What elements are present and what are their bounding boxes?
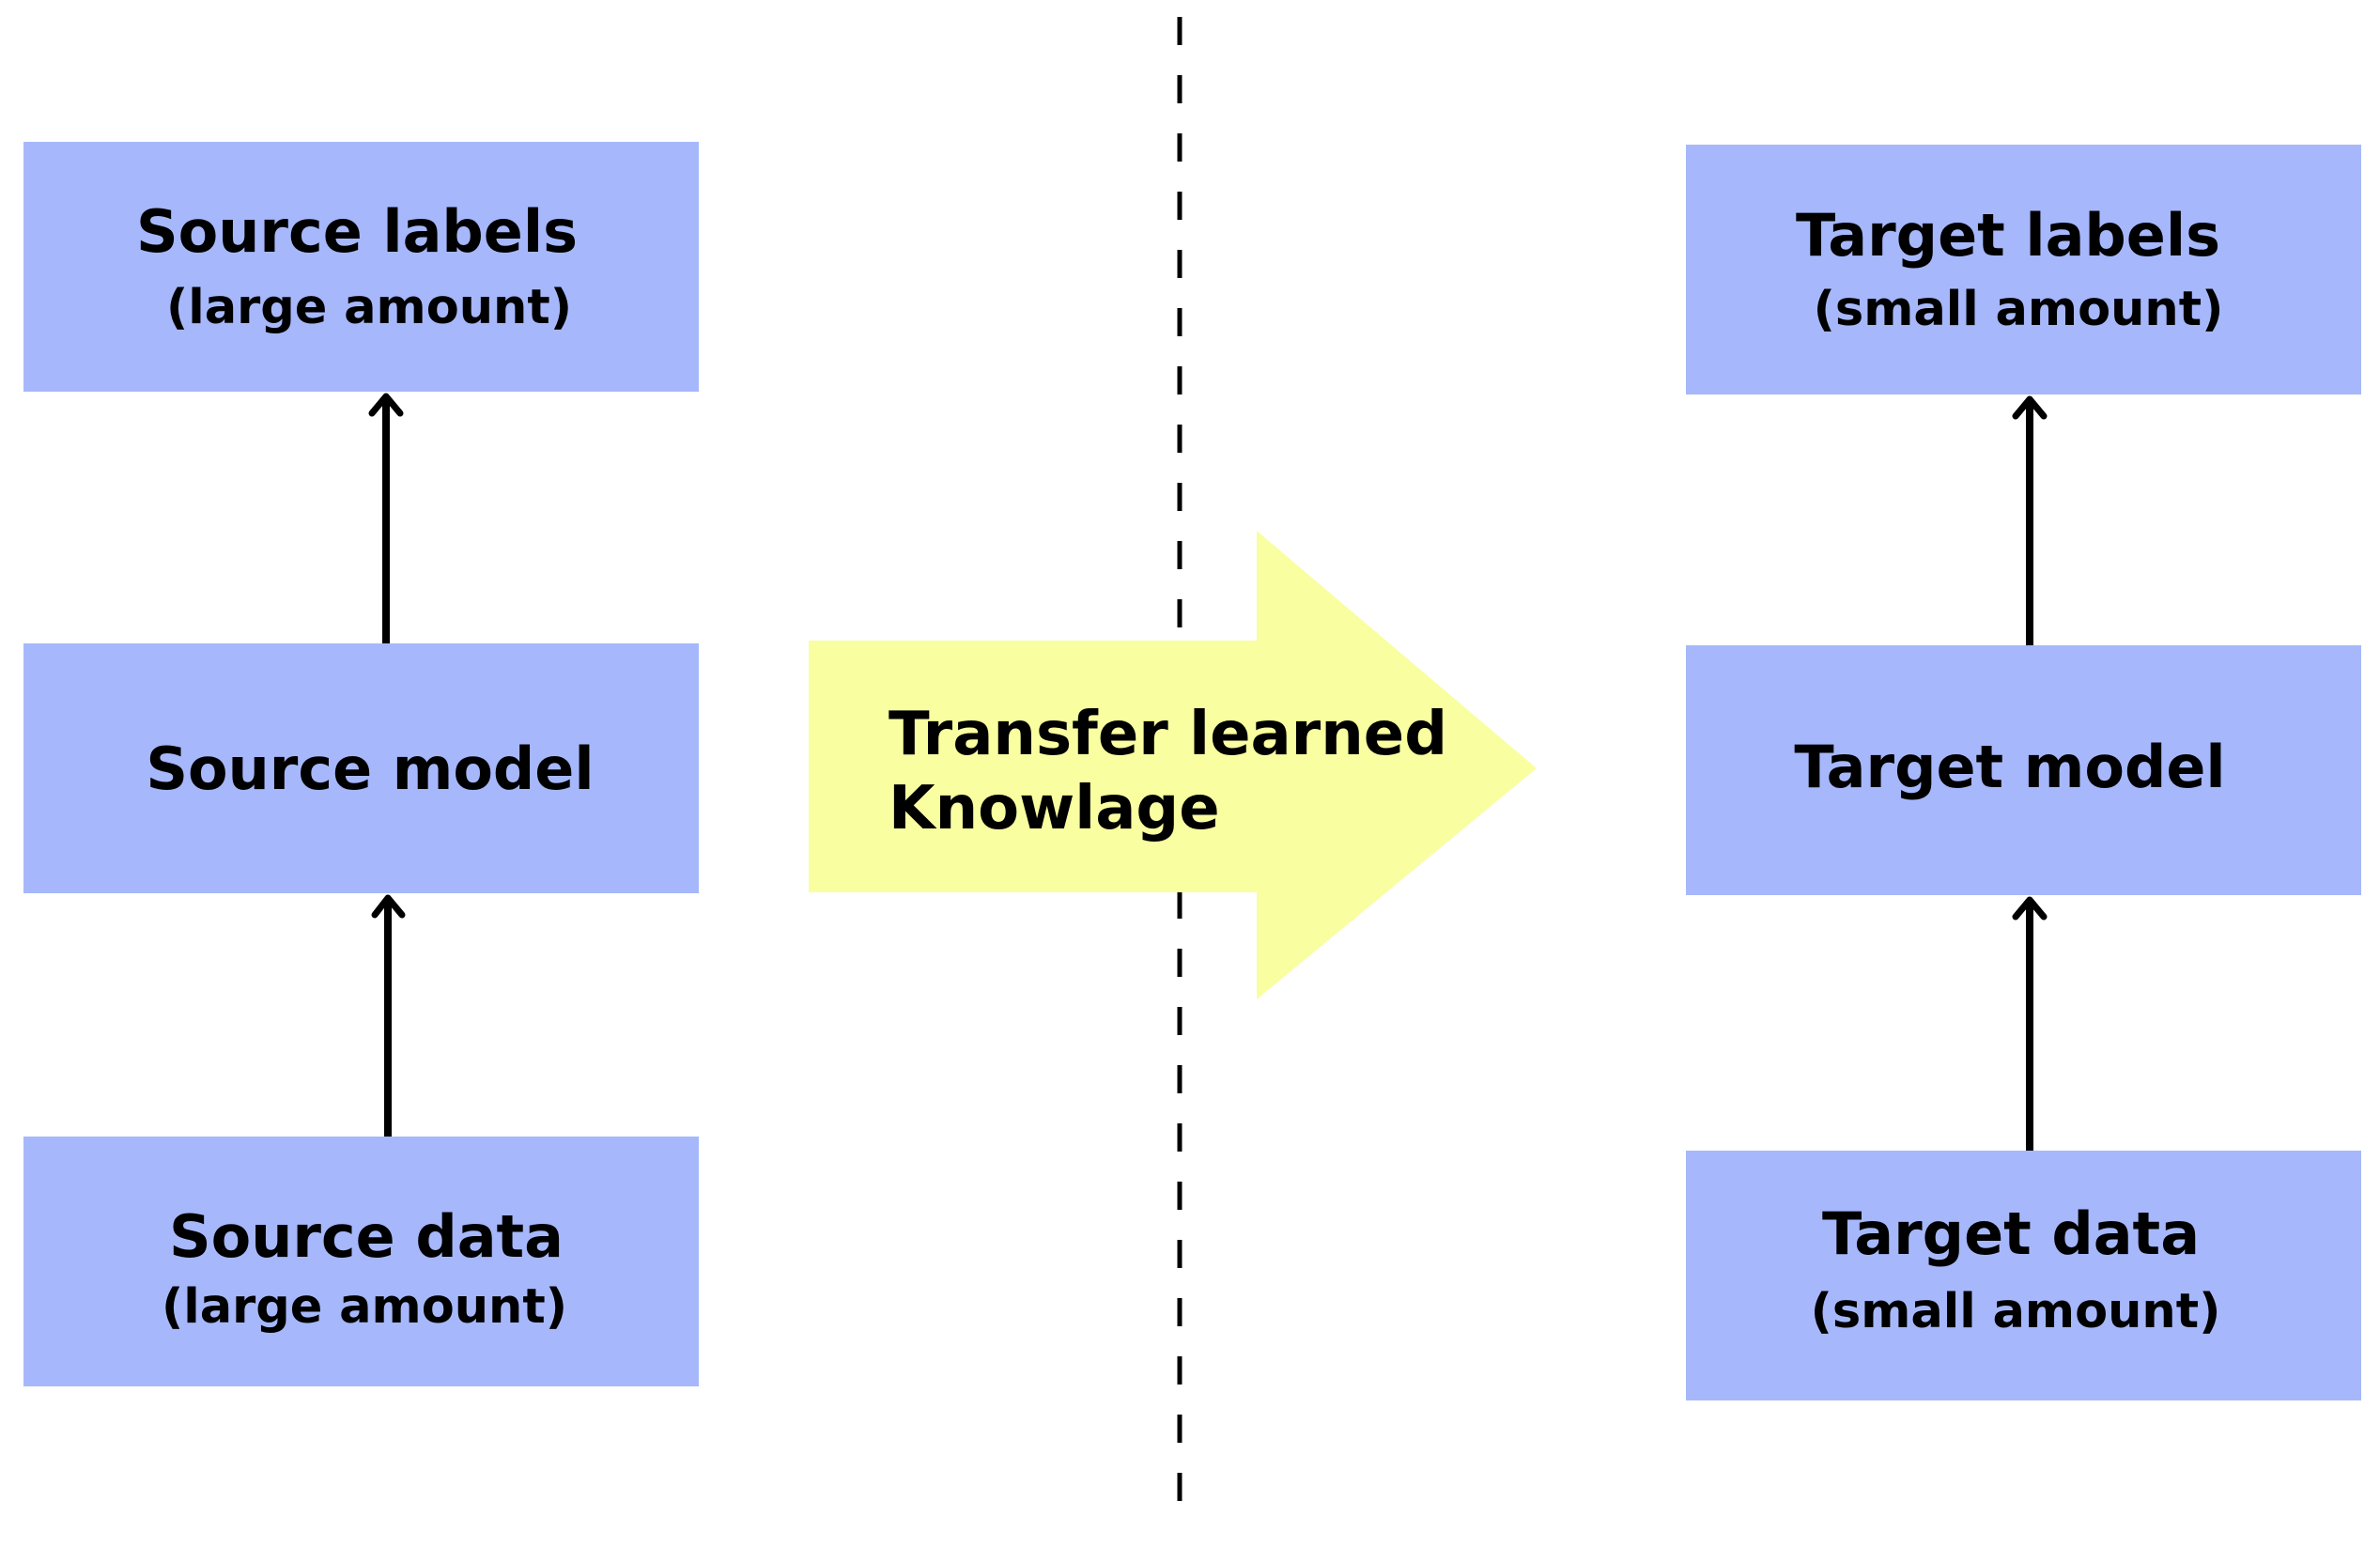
transfer-arrow: Transfer learned Knowlage: [809, 531, 1537, 999]
transfer-arrow-label-line2: Knowlage: [889, 774, 1220, 843]
target-data-title: Target data: [1822, 1199, 2200, 1268]
target-data-subtitle: (small amount): [1811, 1284, 2221, 1339]
source-labels-box: Source labels (large amount): [23, 142, 699, 392]
target-labels-subtitle: (small amount): [1814, 282, 2224, 337]
target-model-title: Target model: [1794, 733, 2225, 801]
source-data-title: Source data: [169, 1202, 564, 1271]
target-arrow-data-to-model: [2012, 896, 2048, 1151]
target-labels-title: Target labels: [1796, 201, 2220, 270]
source-model-title: Source model: [146, 735, 594, 803]
transfer-arrow-shape: [809, 531, 1537, 999]
target-data-box: Target data (small amount): [1686, 1151, 2361, 1400]
source-arrow-data-to-model: [371, 894, 406, 1137]
source-labels-subtitle: (large amount): [166, 280, 572, 335]
source-data-subtitle: (large amount): [162, 1279, 567, 1335]
source-data-box: Source data (large amount): [23, 1137, 699, 1386]
source-model-box: Source model: [23, 643, 699, 893]
target-model-box: Target model: [1686, 645, 2361, 895]
source-arrow-model-to-labels: [368, 393, 404, 643]
source-labels-title: Source labels: [136, 197, 578, 266]
transfer-arrow-label-line1: Transfer learned: [889, 700, 1447, 769]
target-labels-box: Target labels (small amount): [1686, 145, 2361, 394]
target-arrow-model-to-labels: [2012, 395, 2048, 645]
